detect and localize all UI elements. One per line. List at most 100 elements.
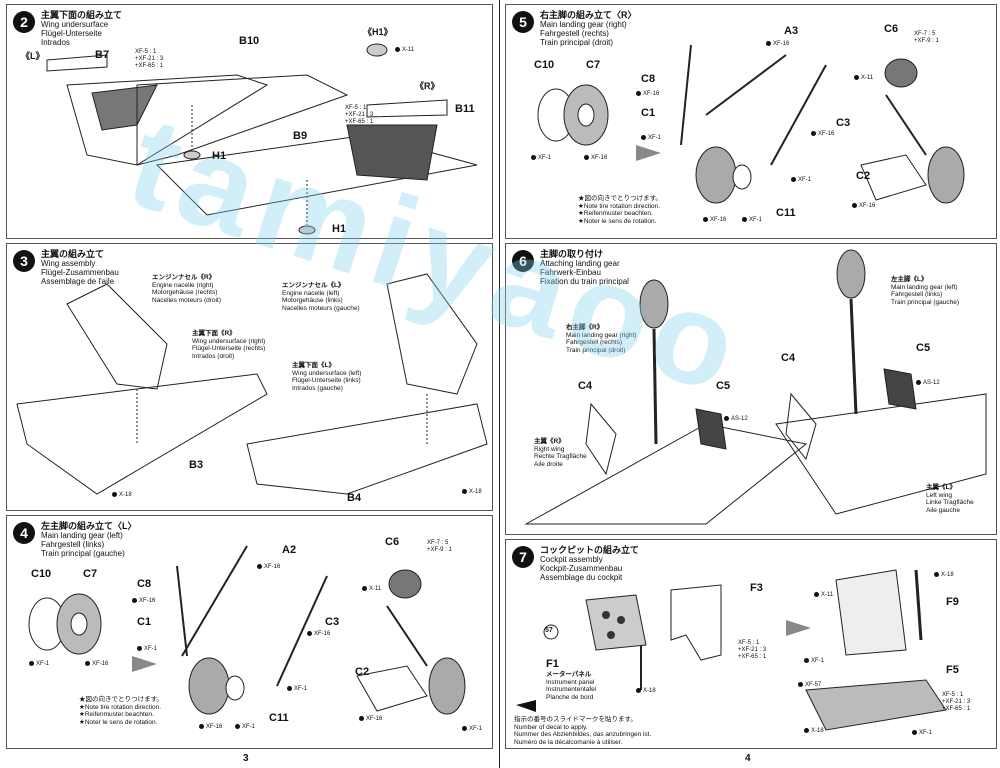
paint-dot [462,489,467,494]
paint-mix-7b: XF-5 : 1+XF-21 : 3+XF-65 : 1 [942,692,971,712]
label-B11: B11 [455,103,475,115]
right-page: 5 右主脚の組み立て〈R〉 Main landing gear (right) … [503,0,1000,768]
step-7-panel: 7 コックピットの組み立て Cockpit assembly Kockpit-Z… [505,539,997,749]
paint-dot [112,492,117,497]
paint-dot [584,155,589,160]
attach-gear-drawing [524,249,987,525]
paint-dot [132,598,137,603]
paint-dot [798,682,803,687]
paint-xf1-h: XF-1 [531,155,551,162]
paint-xf1-e: XF-1 [462,726,482,733]
paint-x11-d: X-11 [814,592,833,599]
page-divider [499,0,500,768]
paint-dot [852,203,857,208]
label-C8: C8 [137,578,152,590]
paint-xf57: XF-57 [798,682,821,689]
paint-xf1-d: XF-1 [235,724,255,731]
page-number-left: 3 [243,753,249,764]
paint-mix-7a: XF-5 : 1+XF-21 : 3+XF-65 : 1 [738,640,767,660]
paint-dot [257,564,262,569]
sub-under-right: 主翼下面《R》Wing undersurface (right)Flügel-U… [192,330,266,360]
label-C6-r: C6 [884,23,899,35]
sub-under-left: 主翼下面《L》Wing undersurface (left)Flügel-Un… [292,362,362,392]
paint-xf1-j: XF-1 [804,658,824,665]
paint-xf16-f: XF-16 [359,716,382,723]
label-C2: C2 [355,666,370,678]
label-A2: A2 [282,544,297,556]
paint-xf1-i: XF-1 [742,217,762,224]
paint-xf16-j: XF-16 [584,155,607,162]
paint-xf1-f: XF-1 [641,135,661,142]
paint-dot [854,75,859,80]
paint-xf16-k: XF-16 [703,217,726,224]
paint-dot [462,726,467,731]
paint-xf1-k: XF-1 [912,730,932,737]
paint-dot [814,592,819,597]
label-F1: F1 [546,658,559,670]
sub-nacelle-right: エンジンナセル《R》Engine nacelle (right)Motorgeh… [152,274,221,304]
label-C1: C1 [137,616,152,628]
paint-xf1-g: XF-1 [791,177,811,184]
page-number-right: 4 [745,753,751,764]
paint-dot [307,631,312,636]
label-B7: B7 [95,49,110,61]
label-A3: A3 [784,25,799,37]
step-title: 主脚の取り付け Attaching landing gear Fahrwerk-… [540,249,629,287]
step-5-panel: 5 右主脚の組み立て〈R〉 Main landing gear (right) … [505,4,997,239]
paint-dot [199,724,204,729]
paint-xf1-b: XF-1 [137,646,157,653]
label-decal-57: 57 [545,627,553,634]
paint-dot [766,41,771,46]
label-C3: C3 [325,616,340,628]
paint-x11-c: X-11 [854,75,873,82]
paint-dot [912,730,917,735]
label-R: 《R》 [415,81,440,91]
paint-dot [287,686,292,691]
paint-dot [724,416,729,421]
right-gear-drawing [537,44,965,204]
paint-mixc-5: XF-7 : 5+XF-9 : 1 [914,31,939,44]
paint-dot [916,380,921,385]
label-C10-r: C10 [534,59,555,71]
label-C11: C11 [269,712,289,724]
label-C5-b: C5 [916,342,931,354]
tire-note-5: ★図の向きでとりつけます。★Note tire rotation directi… [578,195,662,225]
paint-x18-c: X-18 [636,688,656,695]
paint-dot [934,572,939,577]
label-H1b: 《H1》 [363,27,393,37]
step-number: 2 [13,11,35,33]
paint-xf1-c: XF-1 [287,686,307,693]
paint-dot [742,217,747,222]
paint-dot [636,688,641,693]
label-H1-bottom: H1 [332,223,347,235]
paint-dot [641,135,646,140]
paint-as12-b: AS-12 [916,380,940,387]
paint-dot [811,131,816,136]
paint-dot [703,217,708,222]
left-page: 2 主翼下面の組み立て Wing undersurface Flügel-Unt… [0,0,497,768]
paint-dot [359,716,364,721]
cockpit-drawing [516,569,947,731]
paint-x18-d: X-18 [934,572,954,579]
paint-dot [636,91,641,96]
tire-note-4: ★図の向きでとりつけます。★Note tire rotation directi… [79,696,163,726]
paint-dot [804,658,809,663]
paint-mix-left: XF-5 : 1+XF-21 : 3+XF-65 : 1 [135,49,164,69]
label-B10: B10 [239,35,260,47]
label-C4-a: C4 [578,380,593,392]
paint-xf16-a: XF-16 [85,661,108,668]
step-title: 主翼の組み立て Wing assembly Flügel-Zusammenbau… [41,249,119,287]
label-B4: B4 [347,492,362,504]
paint-xf16-l: XF-16 [852,203,875,210]
step-number: 3 [13,250,35,272]
paint-xf16-e: XF-16 [199,724,222,731]
label-C5-a: C5 [716,380,731,392]
label-F3: F3 [750,582,763,594]
label-C2-r: C2 [856,170,871,182]
label-B3: B3 [189,459,204,471]
paint-dot [235,724,240,729]
paint-xf16-i: XF-16 [811,131,834,138]
sub-gear-left: 左主脚《L》Main landing gear (left)Fahrgestel… [891,276,960,306]
